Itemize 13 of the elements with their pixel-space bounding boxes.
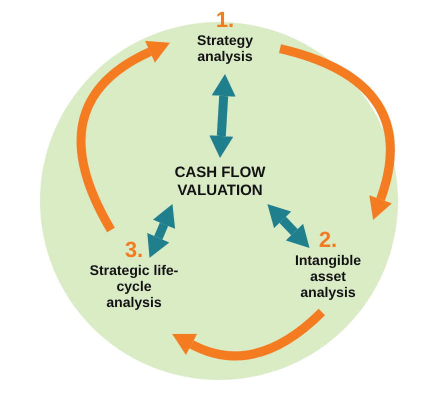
step-number: 1.: [216, 8, 234, 32]
double-arrow: [210, 74, 235, 158]
curved-arrow: [278, 44, 395, 220]
curved-arrow: [76, 42, 170, 232]
step-label: Strategic life-cycle analysis: [88, 262, 180, 310]
step-label: Intangible asset analysis: [294, 252, 362, 300]
curved-arrow: [172, 308, 325, 360]
step-label: Strategy analysis: [196, 32, 254, 64]
center-label: CASH FLOW VALUATION: [174, 164, 266, 200]
step-number: 2.: [318, 228, 338, 252]
double-arrow: [148, 204, 174, 258]
step-number: 3.: [124, 238, 144, 262]
double-arrow: [267, 204, 310, 248]
